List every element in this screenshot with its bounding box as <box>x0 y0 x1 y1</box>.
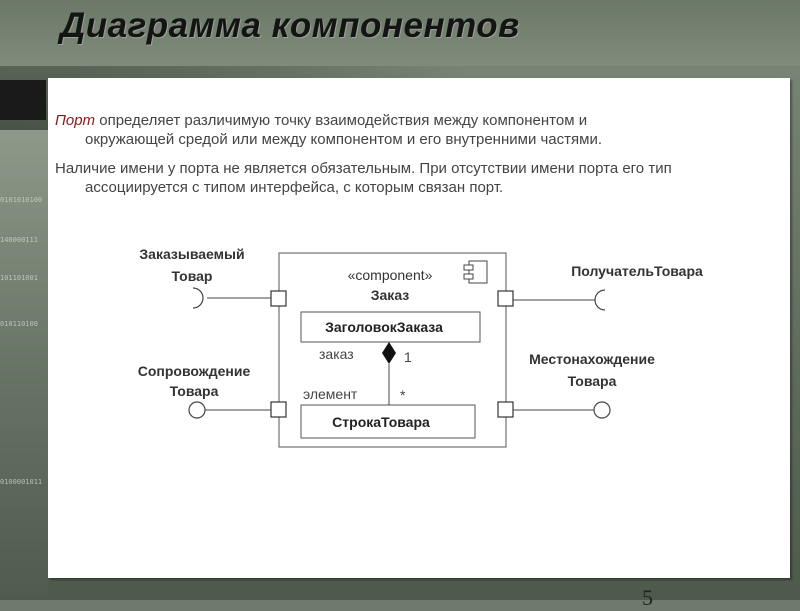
paragraph-port-name: Наличие имени у порта не является обязат… <box>55 159 795 197</box>
label-accompany-line1: Сопровождение <box>138 363 251 379</box>
component-icon <box>463 260 488 284</box>
part-header-label: ЗаголовокЗаказа <box>325 319 443 335</box>
role-bottom-label: элемент <box>303 386 358 402</box>
binary-text-1: 0101010100 <box>0 196 43 204</box>
provided-interface-accompany <box>188 401 271 419</box>
label-location-line2: Товара <box>568 373 617 389</box>
label-accompany-line2: Товара <box>170 383 219 399</box>
role-top-label: заказ <box>319 346 354 362</box>
keyword-port: Порт <box>55 112 96 129</box>
label-location-line1: Местонахождение <box>529 351 655 367</box>
slide-title: Диаграмма компонентов <box>60 6 520 45</box>
port-top-right <box>497 290 514 307</box>
binary-text-2: 140000111 <box>0 236 38 244</box>
label-ordered-product-line2: Товар <box>172 268 213 284</box>
component-name: Заказ <box>371 287 410 303</box>
paragraph-port-definition: Порт определяет различимую точку взаимод… <box>55 111 795 149</box>
required-interface-ordered-product <box>192 287 271 309</box>
multiplicity-top-label: 1 <box>404 349 412 365</box>
component-stereotype: «component» <box>348 267 433 283</box>
port-top-left <box>270 290 287 307</box>
binary-text-5: 0100001011 <box>0 478 43 486</box>
required-interface-recipient <box>513 289 606 311</box>
decorative-dark-box <box>0 80 46 120</box>
composition-diamond <box>382 342 396 364</box>
para2-line1: Наличие имени у порта не является обязат… <box>55 160 672 177</box>
part-header-box <box>300 311 481 343</box>
provided-interface-location <box>513 401 611 419</box>
para2-line2: ассоциируется с типом интерфейса, с кото… <box>85 179 504 196</box>
port-bottom-right <box>497 401 514 418</box>
label-ordered-product-line1: Заказываемый <box>139 246 244 262</box>
decorative-left-strip <box>0 130 48 600</box>
title-band <box>0 0 800 66</box>
label-recipient: ПолучательТовара <box>571 263 703 279</box>
para1-line2: окружающей средой или между компонентом … <box>85 131 602 148</box>
page-number: 5 <box>642 585 653 610</box>
binary-text-3: 101101001 <box>0 274 38 282</box>
part-line-label: СтрокаТовара <box>332 414 430 430</box>
port-bottom-left <box>270 401 287 418</box>
part-line-box <box>300 404 476 439</box>
para1-line1: определяет различимую точку взаимодейств… <box>95 112 588 129</box>
multiplicity-bottom-label: * <box>400 387 406 403</box>
binary-text-4: 010110100 <box>0 320 38 328</box>
